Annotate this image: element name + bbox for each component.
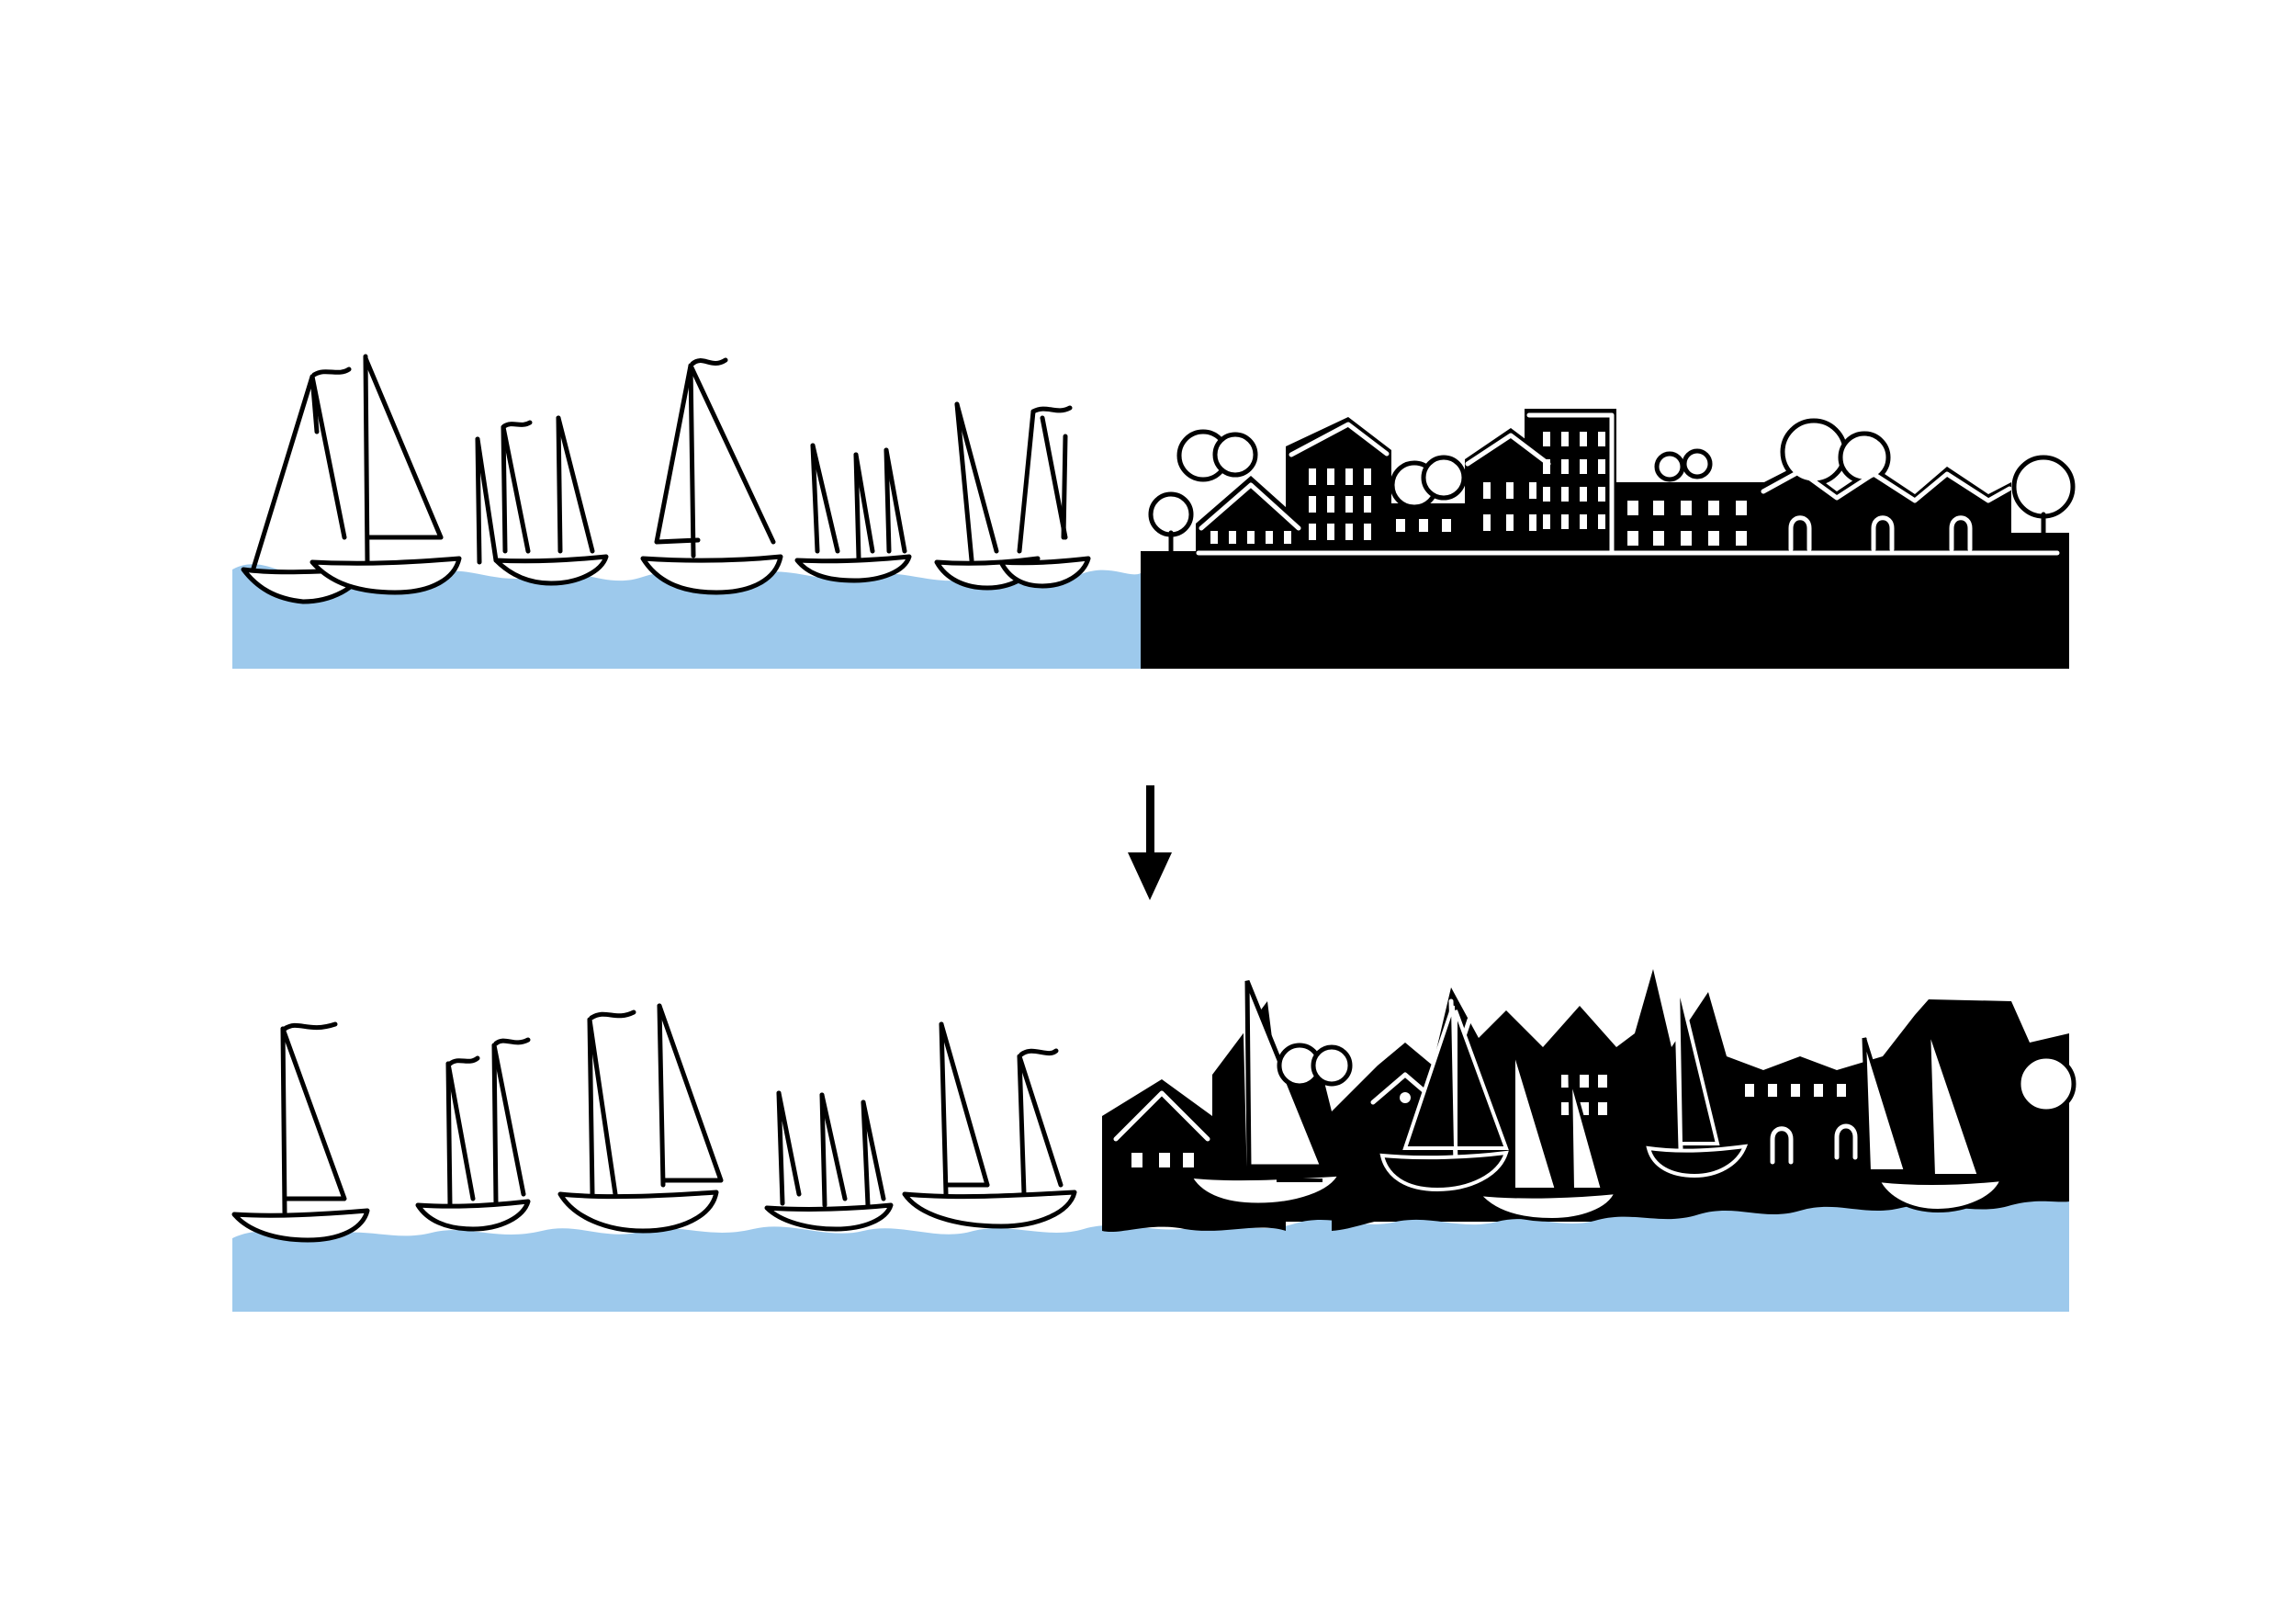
trees-before xyxy=(1148,418,2076,554)
arrow-down-icon xyxy=(1128,785,1172,900)
harbour-boat xyxy=(1379,998,1509,1192)
panel-before xyxy=(232,354,2076,669)
sailboat xyxy=(764,1090,894,1232)
water-after xyxy=(232,1201,2069,1312)
sailboats-after xyxy=(231,1003,1077,1243)
sailboat xyxy=(475,415,609,586)
harbour-boat xyxy=(1862,1023,2006,1213)
sailboat xyxy=(902,1021,1077,1229)
sailboat xyxy=(231,1021,370,1243)
city-silhouette-after xyxy=(1102,969,2069,1222)
sailboat xyxy=(557,1003,724,1234)
sailboat xyxy=(310,354,462,595)
sailboats-before xyxy=(241,354,1091,604)
harbour-boat xyxy=(1474,1046,1620,1223)
water-before xyxy=(232,564,1141,669)
harbour-boat xyxy=(1646,976,1749,1179)
sailboat xyxy=(640,357,783,595)
city-before xyxy=(1141,409,2076,669)
sailboat xyxy=(415,1037,531,1232)
panel-after xyxy=(231,969,2077,1312)
city-windows-before xyxy=(1196,412,2060,556)
city-after xyxy=(1113,976,2077,1223)
sailboat xyxy=(794,443,912,583)
harbour-boat xyxy=(1185,976,1345,1208)
sailboat xyxy=(998,405,1091,589)
